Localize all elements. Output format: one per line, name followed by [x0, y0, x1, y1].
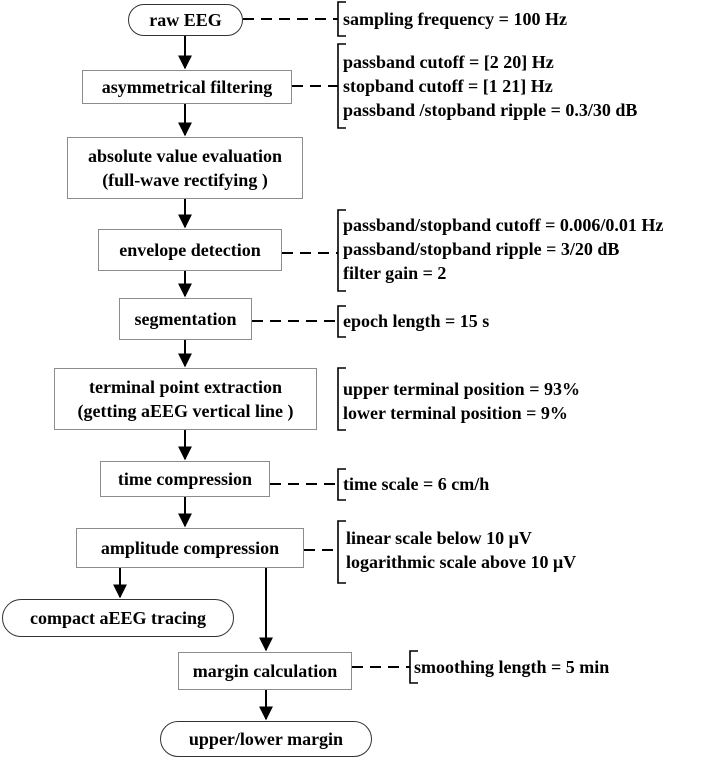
- note-epoch-line: epoch length = 15 s: [343, 311, 490, 331]
- node-amplitude-compression-label: amplitude compression: [100, 538, 280, 558]
- node-margin-calculation-label: margin calculation: [192, 661, 338, 681]
- node-raw-eeg: raw EEG: [128, 4, 243, 36]
- node-upper-lower-margin-label: upper/lower margin: [188, 729, 344, 749]
- bracket-smoothing: [409, 650, 418, 684]
- bracket-amplitude: [337, 520, 346, 584]
- note-envelope-line3: filter gain = 2: [343, 263, 447, 283]
- node-absolute-value-line2: (full-wave rectifying ): [102, 170, 268, 190]
- bracket-sampling: [337, 1, 346, 37]
- node-segmentation-label: segmentation: [134, 309, 237, 329]
- node-absolute-value-line1: absolute value evaluation: [87, 146, 283, 166]
- bracket-terminal: [337, 367, 346, 431]
- note-envelope-line2: passband/stopband ripple = 3/20 dB: [343, 239, 620, 259]
- note-terminal-positions: upper terminal position = 93% lower term…: [343, 377, 580, 425]
- note-filter-line1: passband cutoff = [2 20] Hz: [343, 52, 554, 72]
- note-envelope-params: passband/stopband cutoff = 0.006/0.01 Hz…: [343, 213, 663, 285]
- node-raw-eeg-label: raw EEG: [149, 10, 222, 30]
- node-envelope-detection: envelope detection: [98, 229, 282, 271]
- note-smoothing-line: smoothing length = 5 min: [414, 657, 610, 677]
- note-filter-params: passband cutoff = [2 20] Hz stopband cut…: [343, 50, 637, 122]
- node-compact-aeeg-tracing-label: compact aEEG tracing: [30, 608, 206, 628]
- node-margin-calculation: margin calculation: [178, 652, 352, 690]
- node-absolute-value-evaluation: absolute value evaluation (full-wave rec…: [67, 137, 303, 199]
- note-amplitude-scale: linear scale below 10 μV logarithmic sca…: [346, 526, 576, 574]
- bracket-filter: [337, 43, 346, 129]
- node-compact-aeeg-tracing: compact aEEG tracing: [2, 599, 234, 637]
- node-asymmetrical-filtering: asymmetrical filtering: [82, 70, 292, 104]
- node-segmentation: segmentation: [119, 298, 252, 340]
- note-terminal-line2: lower terminal position = 9%: [343, 403, 568, 423]
- node-time-compression-label: time compression: [117, 469, 253, 489]
- node-envelope-detection-label: envelope detection: [119, 240, 261, 260]
- note-time-scale: time scale = 6 cm/h: [343, 472, 489, 496]
- note-epoch-length: epoch length = 15 s: [343, 309, 489, 333]
- node-terminal-line2: (getting aEEG vertical line ): [77, 401, 294, 421]
- note-filter-line2: stopband cutoff = [1 21] Hz: [343, 76, 553, 96]
- node-time-compression: time compression: [100, 461, 270, 497]
- note-smoothing-length: smoothing length = 5 min: [414, 655, 609, 679]
- node-upper-lower-margin: upper/lower margin: [160, 721, 372, 757]
- note-amplitude-line1: linear scale below 10 μV: [346, 528, 532, 548]
- note-sampling-frequency: sampling frequency = 100 Hz: [343, 7, 567, 31]
- note-amplitude-line2: logarithmic scale above 10 μV: [346, 552, 577, 572]
- bracket-time: [337, 468, 346, 501]
- node-terminal-line1: terminal point extraction: [89, 377, 282, 397]
- note-envelope-line1: passband/stopband cutoff = 0.006/0.01 Hz: [343, 215, 664, 235]
- bracket-envelope: [337, 209, 346, 292]
- node-asymmetrical-filtering-label: asymmetrical filtering: [101, 77, 273, 97]
- node-amplitude-compression: amplitude compression: [76, 528, 304, 568]
- note-terminal-line1: upper terminal position = 93%: [343, 379, 580, 399]
- bracket-epoch: [337, 305, 346, 338]
- note-filter-line3: passband /stopband ripple = 0.3/30 dB: [343, 100, 638, 120]
- node-terminal-point-extraction: terminal point extraction (getting aEEG …: [54, 368, 317, 430]
- note-time-scale-line: time scale = 6 cm/h: [343, 474, 490, 494]
- note-sampling-line: sampling frequency = 100 Hz: [343, 9, 567, 29]
